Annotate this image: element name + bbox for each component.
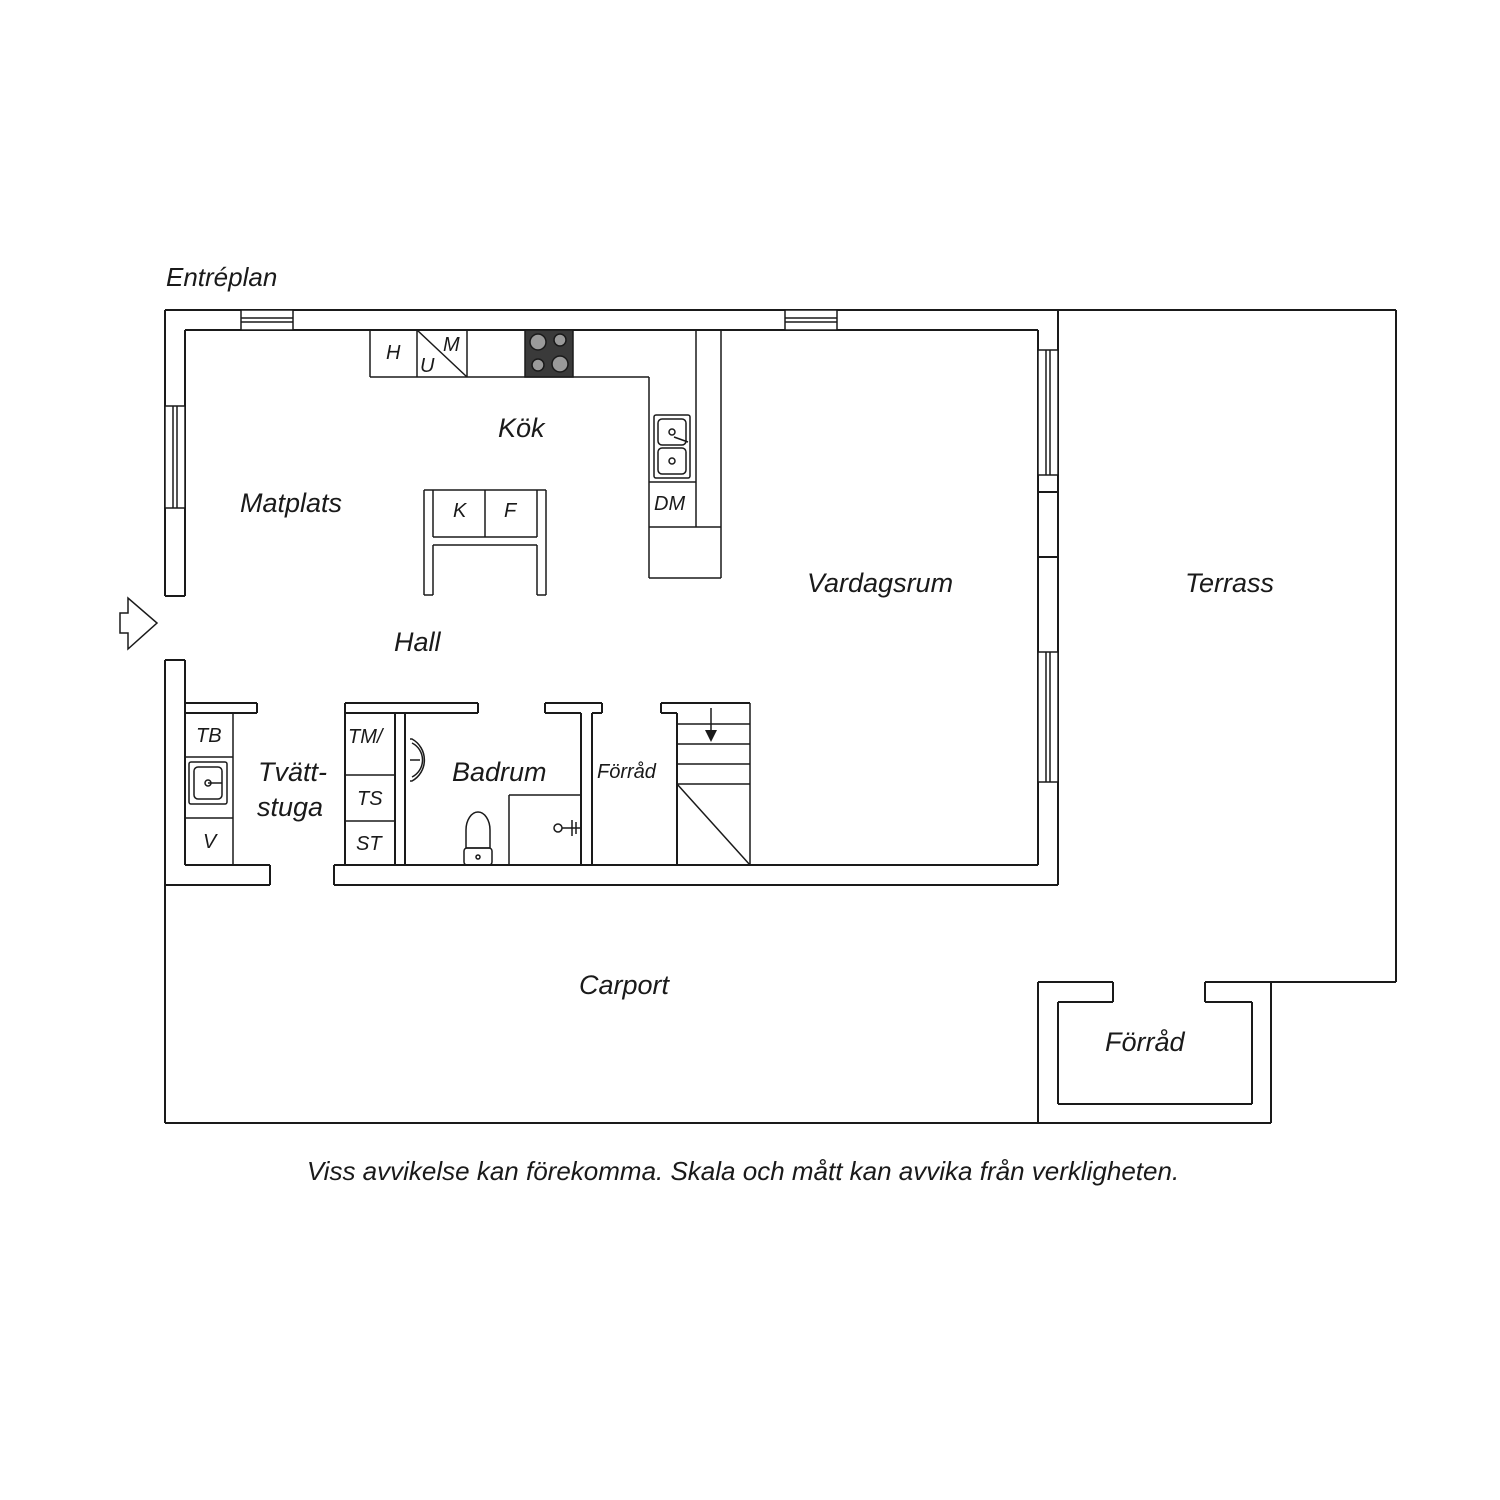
- room-label-carport: Carport: [579, 970, 671, 1000]
- fixture-label-tb: TB: [196, 725, 222, 747]
- fixture-label-tm: TM/: [348, 726, 385, 748]
- double-sink-icon: [653, 414, 691, 479]
- fixture-label-ts: TS: [357, 788, 383, 810]
- room-label-hall: Hall: [394, 627, 442, 657]
- room-label-tvattstuga-1: Tvätt-: [258, 757, 327, 787]
- room-label-forrad-outdoor: Förråd: [1105, 1027, 1186, 1057]
- fixture-label-f: F: [504, 500, 518, 522]
- fixture-label-m: M: [443, 334, 460, 356]
- windows: [164, 309, 1059, 783]
- room-label-matplats: Matplats: [240, 488, 342, 518]
- fixture-label-u: U: [420, 355, 435, 377]
- toilet-icon: [463, 811, 493, 866]
- stair-direction-icon: [705, 708, 717, 742]
- interior-walls: [185, 702, 751, 866]
- fixture-label-k: K: [453, 500, 468, 522]
- room-label-forrad-small: Förråd: [597, 761, 657, 783]
- shower-icon: [553, 820, 581, 836]
- room-label-kok: Kök: [498, 413, 546, 443]
- fixture-label-dm: DM: [654, 493, 685, 515]
- kitchen-island: [423, 489, 547, 596]
- laundry-sink-icon: [188, 761, 228, 805]
- room-label-badrum: Badrum: [452, 757, 547, 787]
- room-label-terrass: Terrass: [1185, 568, 1274, 598]
- plan-title: Entréplan: [166, 262, 277, 292]
- disclaimer-text: Viss avvikelse kan förekomma. Skala och …: [307, 1156, 1179, 1186]
- house-walls: [164, 309, 1059, 1123]
- room-label-vardagsrum: Vardagsrum: [807, 568, 953, 598]
- fixture-label-st: ST: [356, 833, 383, 855]
- fixture-label-v: V: [203, 831, 218, 853]
- outdoor-outlines: [165, 309, 1397, 1124]
- room-label-tvattstuga-2: stuga: [257, 792, 323, 822]
- entrance-arrow-icon: [119, 596, 159, 651]
- kitchen-counter: [369, 329, 722, 579]
- washbasin-icon: [410, 738, 426, 782]
- fixture-label-h: H: [386, 342, 401, 364]
- stove-icon: [524, 329, 574, 378]
